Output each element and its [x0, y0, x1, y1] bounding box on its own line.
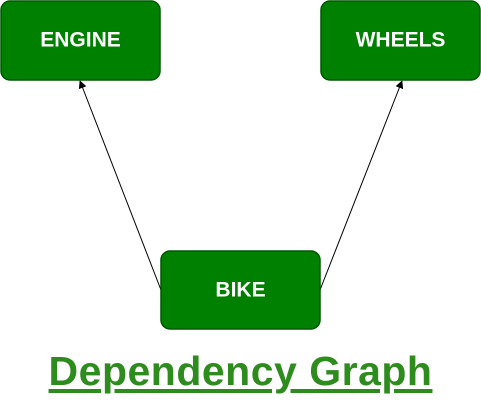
edge-bike-to-wheels — [319, 80, 404, 291]
node-engine-box — [0, 0, 161, 81]
node-bike-box — [160, 250, 321, 330]
diagram-title: Dependency Graph — [48, 348, 433, 394]
node-bike-label: BIKE — [215, 279, 265, 302]
node-wheels: WHEELS — [320, 0, 481, 81]
node-engine-label: ENGINE — [40, 29, 121, 52]
node-wheels-label: WHEELS — [356, 29, 446, 52]
node-bike: BIKE — [160, 250, 321, 330]
edge-bike-to-engine — [78, 80, 162, 291]
node-wheels-box — [320, 0, 481, 81]
node-engine: ENGINE — [0, 0, 161, 81]
